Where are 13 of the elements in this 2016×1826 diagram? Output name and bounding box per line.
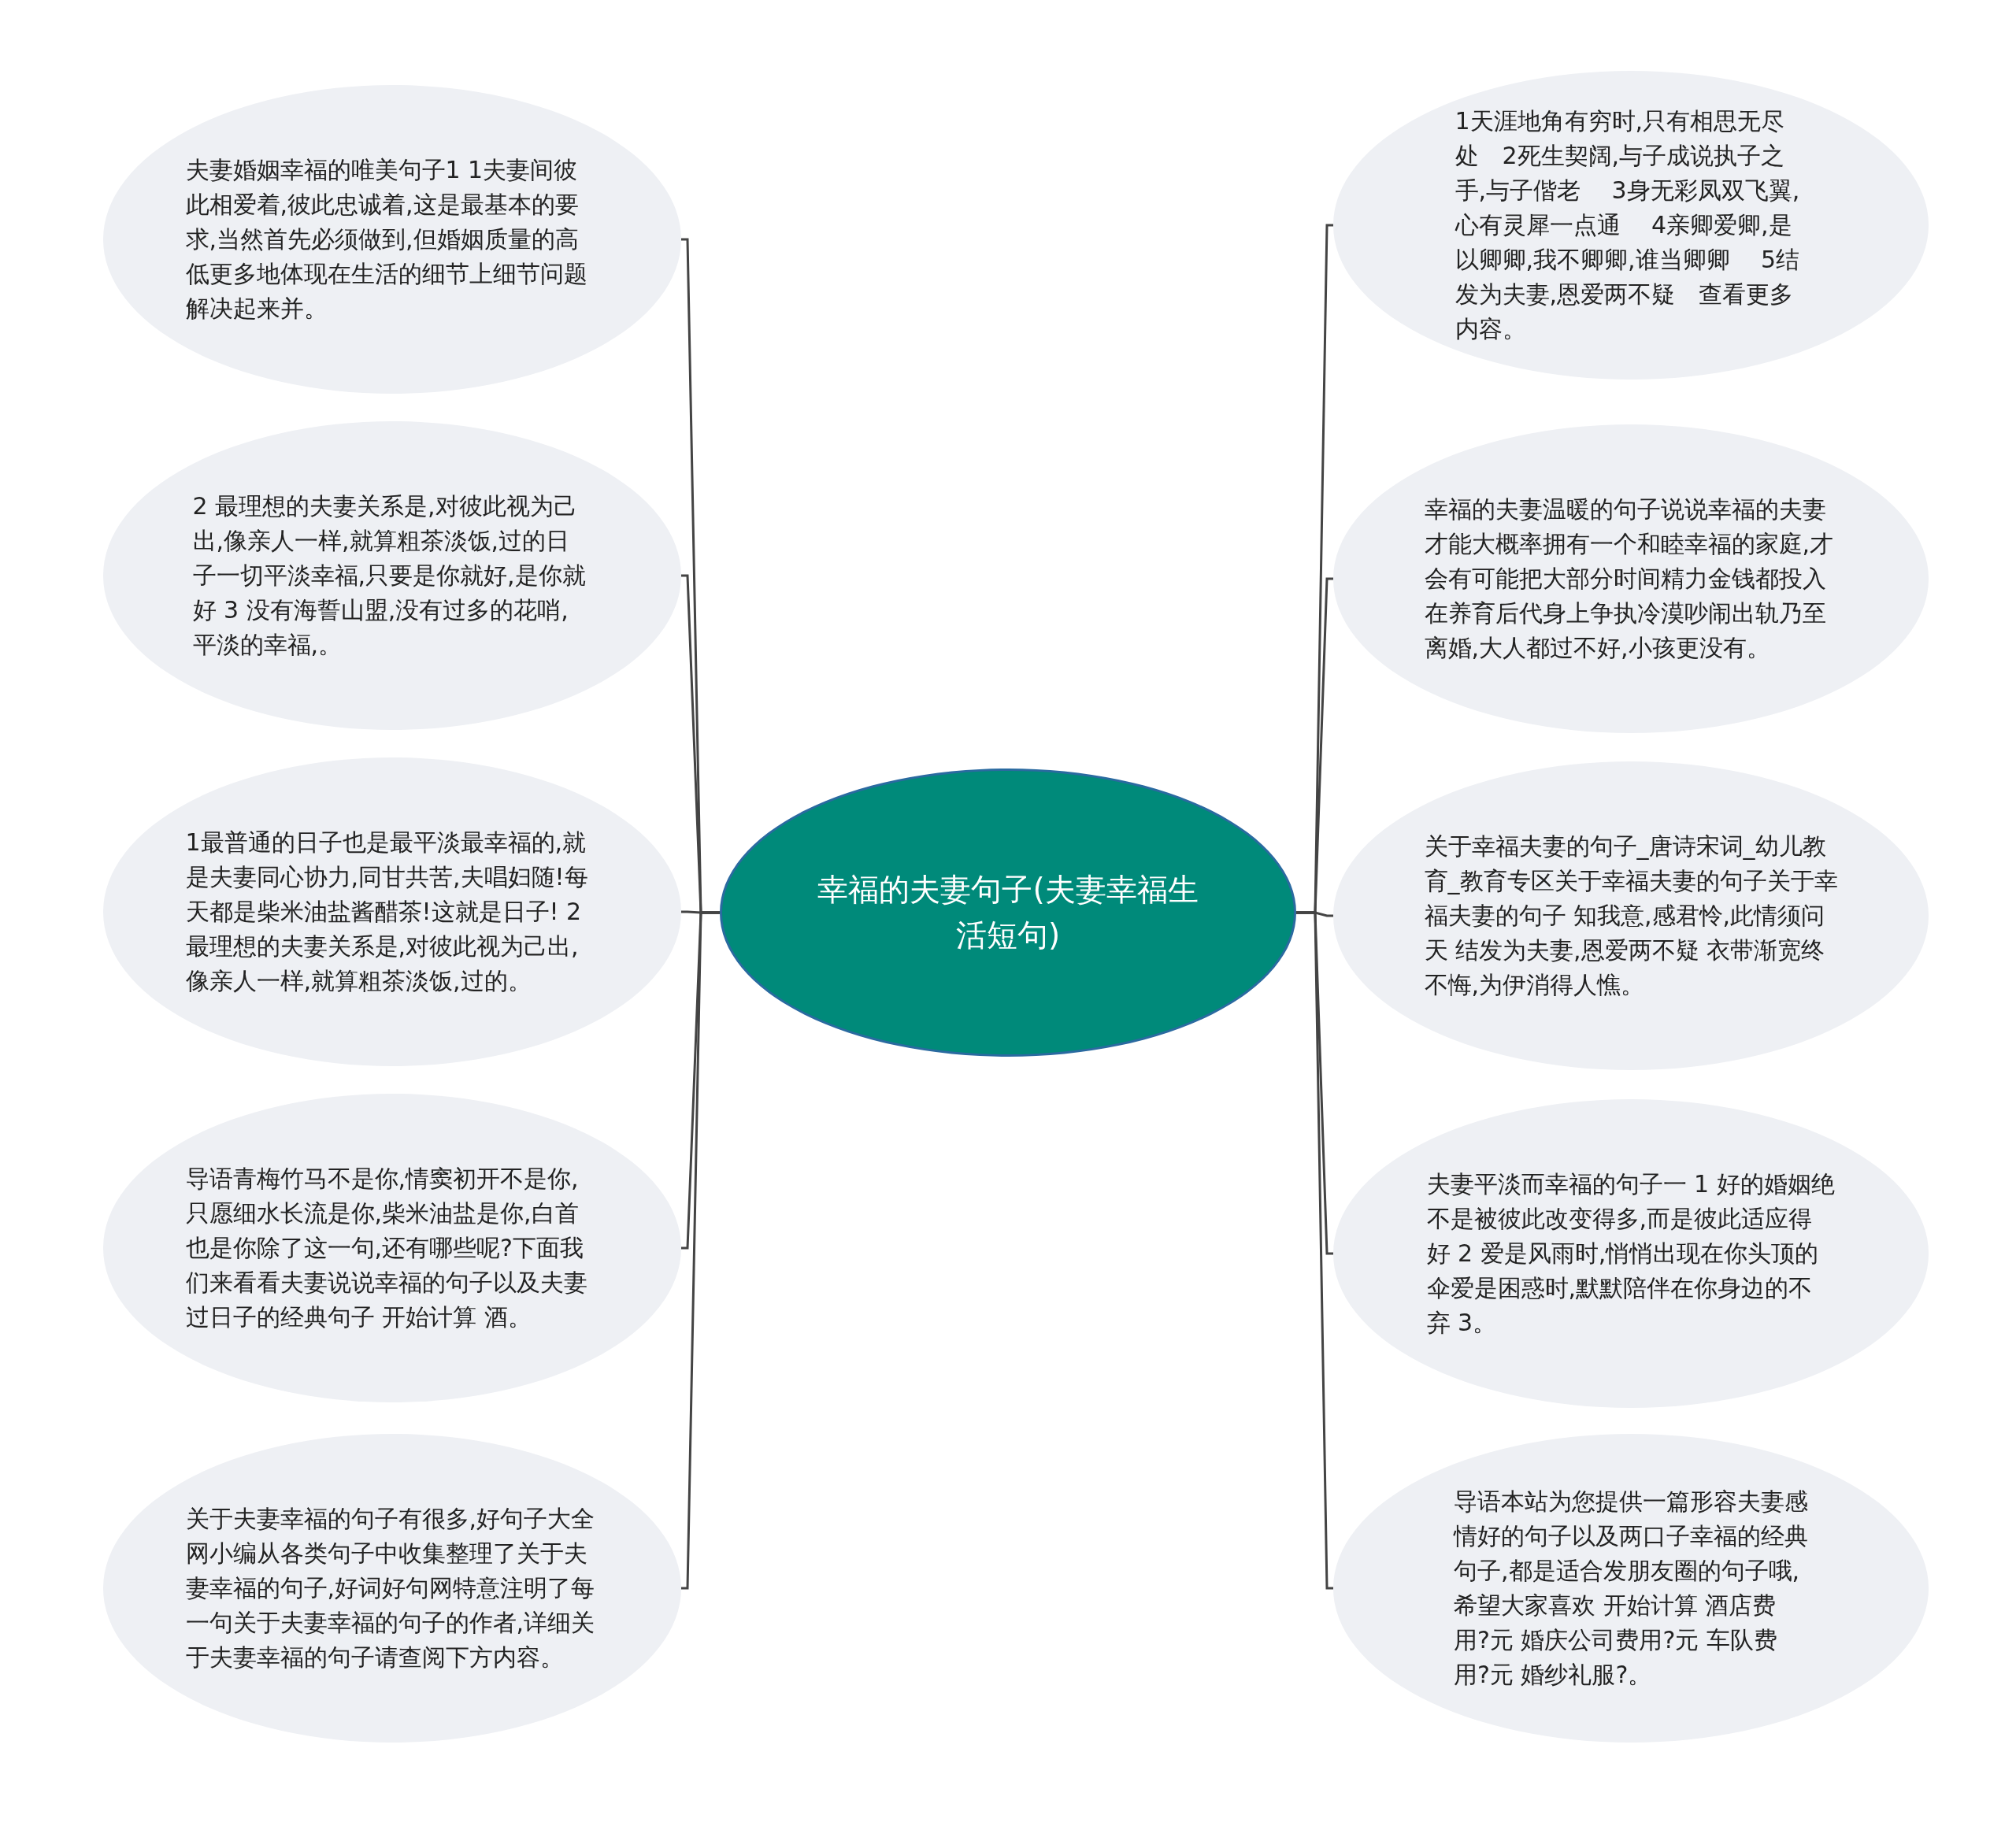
topic-text: 夫妻婚姻幸福的唯美句子1 1夫妻间彼此相爱着,彼此忠诚着,这是最基本的要求,当然首先必须做到,但婚姻质量的高低更多地体现在生活的细节上细节问题解决起来并。 [185,155,588,324]
topic-text: 关于幸福夫妻的句子_唐诗宋词_幼儿教育_教育专区关于幸福夫妻的句子关于幸福夫妻的句子 知我意,感君怜,此情须问天 结发为夫妻,恩爱两不疑 衣带渐宽终不悔,为伊消得人憔。 [1424,832,1838,1000]
topic-text: 夫妻平淡而幸福的句子一 1 好的婚姻绝不是被彼此改变得多,而是彼此适应得好 2 爱是风雨时,悄悄出现在你头顶的伞爱是困惑时,默默陪伴在你身边的不弃 3。 [1426,1169,1836,1338]
connector-line [1296,911,1334,1590]
topic-text: 关于夫妻幸福的句子有很多,好句子大全网小编从各类句子中收集整理了关于夫妻幸福的句子,好词好句网特意注明了每一句关于夫妻幸福的句子的作者,详细关于夫妻幸福的句子请查阅下方内容。 [185,1504,596,1672]
topic-text: 导语青梅竹马不是你,情窦初开不是你,只愿细水长流是你,柴米油盐是你,白首也是你除了这一句,还有哪些呢?下面我们来看看夫妻说说幸福的句子以及夫妻过日子的经典句子 开始计算 酒。 [185,1164,588,1332]
topic-title: 幸福的夫妻句子(夫妻幸福生活短句) [817,871,1199,954]
topic-text: 1天涯地角有穷时,只有相思无尽处 2死生契阔,与子成说执子之手,与子偕老 3身无彩凤双飞翼,心有灵犀一点通 4亲卿爱卿,是以卿卿,我不卿卿,谁当卿卿 5结发为夫妻,恩爱两不疑 查看更多内容。 [1455,106,1801,344]
connector-line [680,911,720,1590]
topic-text: 导语本站为您提供一篇形容夫妻感情好的句子以及两口子幸福的经典句子,都是适合发朋友圈的句子哦,希望大家喜欢 开始计算 酒店费用?元 婚庆公司费用?元 车队费用?元 婚纱礼服?。 [1454,1487,1808,1690]
topic-text: 2 最理想的夫妻关系是,对彼此视为己出,像亲人一样,就算粗茶淡饭,过的日子一切平淡幸福,只要是你就好,是你就好 3 没有海誓山盟,没有过多的花哨,平淡的幸福,。 [192,491,587,660]
topic-text: 幸福的夫妻温暖的句子说说幸福的夫妻才能大概率拥有一个和睦幸福的家庭,才会有可能把大部分时间精力金钱都投入在养育后代身上争执冷漠吵闹出轨乃至离婚,大人都过不好,小孩更没有。 [1424,494,1835,663]
topic-text: 1最普通的日子也是最平淡最幸福的,就是夫妻同心协力,同甘共苦,夫唱妇随!每天都是柴米油盐酱醋茶!这就是日子! 2最理想的夫妻关系是,对彼此视为己出,像亲人一样,就算粗茶淡饭,过的。 [185,828,589,996]
